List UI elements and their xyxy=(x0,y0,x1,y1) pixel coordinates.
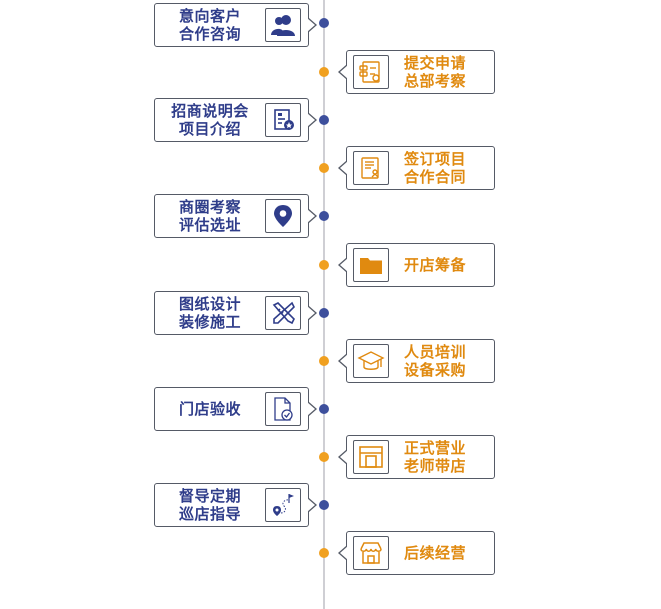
step-label-line1: 招商说明会 xyxy=(171,102,249,120)
timeline-dot-9 xyxy=(319,404,329,414)
step-label-line2: 评估选址 xyxy=(178,216,241,234)
timeline-axis xyxy=(323,0,325,609)
timeline-dot-6 xyxy=(319,260,329,270)
graduation-cap-icon xyxy=(353,344,389,378)
step-store-acceptance: 门店验收 xyxy=(154,387,317,431)
step-label-line1: 开店筹备 xyxy=(403,256,466,274)
step-label-line1: 人员培训 xyxy=(403,343,466,361)
step-label-line1: 意向客户 xyxy=(178,7,241,25)
step-regular-inspection: 督导定期 巡店指导 xyxy=(154,483,317,527)
timeline-dot-7 xyxy=(319,308,329,318)
step-grand-opening: 正式营业 老师带店 xyxy=(338,435,495,479)
step-label: 招商说明会 项目介绍 xyxy=(161,102,259,138)
step-label-line2: 巡店指导 xyxy=(178,505,241,523)
step-label: 意向客户 合作咨询 xyxy=(161,7,259,43)
step-label-line2: 总部考察 xyxy=(403,72,466,90)
storefront-icon xyxy=(353,440,389,474)
step-investment-briefing: 招商说明会 项目介绍 xyxy=(154,98,317,142)
contract-sign-icon xyxy=(353,151,389,185)
step-label-line1: 后续经营 xyxy=(403,544,466,562)
step-label: 后续经营 xyxy=(395,544,475,562)
step-label: 图纸设计 装修施工 xyxy=(161,295,259,331)
timeline-dot-8 xyxy=(319,356,329,366)
timeline-dot-5 xyxy=(319,211,329,221)
step-store-preparation: 开店筹备 xyxy=(338,243,495,287)
step-label-line1: 提交申请 xyxy=(403,54,466,72)
step-label-line1: 图纸设计 xyxy=(178,295,241,313)
folder-icon xyxy=(353,248,389,282)
step-label: 开店筹备 xyxy=(395,256,475,274)
timeline-dot-3 xyxy=(319,115,329,125)
timeline-dot-11 xyxy=(319,500,329,510)
step-label-line2: 装修施工 xyxy=(178,313,241,331)
timeline-dot-4 xyxy=(319,163,329,173)
step-submit-application: 提交申请 总部考察 xyxy=(338,50,495,94)
step-label-line1: 门店验收 xyxy=(178,400,241,418)
step-label-line1: 正式营业 xyxy=(403,439,466,457)
step-label-line2: 合作合同 xyxy=(403,168,466,186)
step-sign-contract: 签订项目 合作合同 xyxy=(338,146,495,190)
users-icon xyxy=(265,8,301,42)
step-label: 商圈考察 评估选址 xyxy=(161,198,259,234)
step-label: 签订项目 合作合同 xyxy=(395,150,475,186)
step-design-renovation: 图纸设计 装修施工 xyxy=(154,291,317,335)
step-ongoing-operation: 后续经营 xyxy=(338,531,495,575)
timeline-dot-10 xyxy=(319,452,329,462)
step-label: 门店验收 xyxy=(161,400,259,418)
step-label: 正式营业 老师带店 xyxy=(395,439,475,475)
step-label-line2: 合作咨询 xyxy=(178,25,241,43)
step-label-line1: 签订项目 xyxy=(403,150,466,168)
step-label: 提交申请 总部考察 xyxy=(395,54,475,90)
step-label-line2: 老师带店 xyxy=(403,457,466,475)
step-label-line2: 设备采购 xyxy=(403,361,466,379)
design-tools-icon xyxy=(265,296,301,330)
step-label-line2: 项目介绍 xyxy=(178,120,241,138)
step-site-survey: 商圈考察 评估选址 xyxy=(154,194,317,238)
step-staff-training: 人员培训 设备采购 xyxy=(338,339,495,383)
shop-icon xyxy=(353,536,389,570)
step-label-line1: 商圈考察 xyxy=(178,198,241,216)
step-intent-consult: 意向客户 合作咨询 xyxy=(154,3,317,47)
location-pin-icon xyxy=(265,199,301,233)
timeline-dot-2 xyxy=(319,67,329,77)
route-flag-icon xyxy=(265,488,301,522)
document-check-icon xyxy=(265,392,301,426)
presentation-doc-icon xyxy=(265,103,301,137)
step-label: 督导定期 巡店指导 xyxy=(161,487,259,523)
application-form-icon xyxy=(353,55,389,89)
step-label-line1: 督导定期 xyxy=(178,487,241,505)
timeline-dot-1 xyxy=(319,18,329,28)
timeline-dot-12 xyxy=(319,548,329,558)
step-label: 人员培训 设备采购 xyxy=(395,343,475,379)
